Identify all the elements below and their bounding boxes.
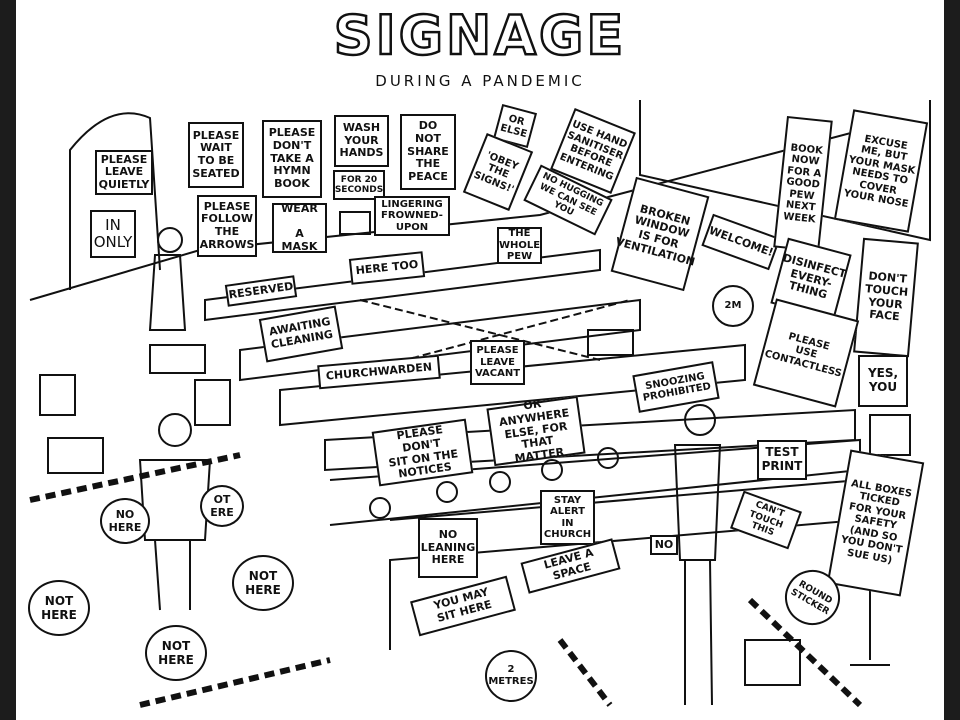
man-left-figure [138,459,212,611]
pew-back-3 [279,343,746,427]
sign-lingering: LINGERING FROWNED- UPON [374,196,450,236]
right-border [944,0,960,720]
sign-wear-mask: WEAR A MASK [272,202,327,253]
wall-arrow-right [339,211,371,235]
man-right-head [684,404,716,436]
sign-leave-vacant: PLEASE LEAVE VACANT [470,340,525,385]
sign-wash-hands: WASH YOUR HANDS [334,115,389,167]
floor-arrow-right [47,437,104,474]
floor-arrow-left [149,344,206,374]
sign-dont-touch-face: DON'T TOUCH YOUR FACE [853,237,919,358]
floor-tape [29,452,863,708]
page-subtitle: DURING A PANDEMIC [375,72,585,90]
sign-follow-arrows: PLEASE FOLLOW THE ARROWS [197,195,257,257]
floor-arrow-up [194,379,231,426]
wall-arrow-right-2 [869,414,911,456]
sticker-not-here-1: NOT HERE [28,580,90,636]
woman-figure [148,254,187,331]
sign-post [850,580,890,666]
left-border [0,0,16,720]
man-right-figure [673,444,722,706]
floor-arrow-up-2 [744,639,801,686]
floor-arrow-down [39,374,76,416]
pew-back-2 [239,298,641,382]
woman-head [157,227,183,253]
man-left-head [158,413,192,447]
sticker-2m-distance: 2M [712,285,754,327]
sign-wait-seated: PLEASE WAIT TO BE SEATED [188,122,244,188]
pew-back-1 [204,248,601,322]
sign-leave-quietly: PLEASE LEAVE QUIETLY [95,150,153,195]
sticker-partial-left: NO HERE [100,498,150,544]
sign-stay-alert: STAY ALERT IN CHURCH [540,490,595,545]
sticker-not-here-2: NOT HERE [145,625,207,681]
sign-no-leaning: NO LEANING HERE [418,518,478,578]
sign-in-only: IN ONLY [90,210,136,258]
wall-floor-line [29,119,901,301]
sticker-2-metres: 2 METRES [485,650,537,702]
sign-no: NO [650,535,678,555]
sign-hymn-book: PLEASE DON'T TAKE A HYMN BOOK [262,120,322,198]
pew-arrow-left [587,329,634,356]
sign-share-peace: DO NOT SHARE THE PEACE [400,114,456,190]
page-title: SIGNAGE [332,3,627,69]
sticker-not-here-3: NOT HERE [232,555,294,611]
arched-door [69,112,161,290]
sign-20-seconds: FOR 20 SECONDS [333,170,385,200]
sign-yes-you: YES, YOU [858,355,908,407]
sticker-partial-right: OT ERE [200,485,244,527]
sign-anywhere-else: OR ANYWHERE ELSE, FOR THAT MATTER [486,395,586,467]
sign-whole-pew: THE WHOLE PEW [497,227,542,264]
sign-test-print: TEST PRINT [757,440,807,480]
